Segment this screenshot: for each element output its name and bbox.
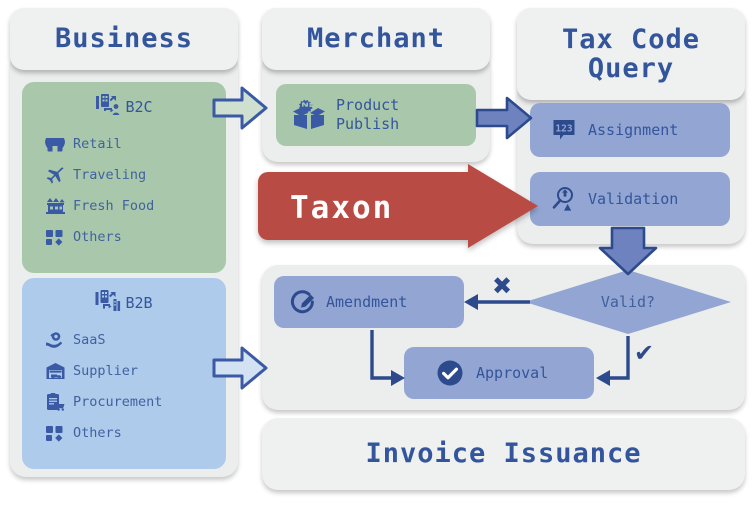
amendment-label: Amendment <box>326 293 408 311</box>
assignment-node[interactable]: 123 Assignment <box>530 103 730 157</box>
merchant-title-card: Merchant <box>262 8 490 70</box>
check-circle-icon <box>436 359 464 387</box>
b2c-item-traveling[interactable]: Traveling <box>44 159 146 190</box>
b2b-item-label: Procurement <box>73 393 163 410</box>
b2b-item-others[interactable]: Others <box>44 417 122 448</box>
b2b-group[interactable]: B2B SaaS <box>22 278 226 469</box>
valid-marker: ✔ <box>634 339 655 367</box>
tax-code-query-title-card: Tax Code Query <box>517 8 745 100</box>
b2c-item-label: Retail <box>73 135 122 152</box>
business-title: Business <box>54 23 194 55</box>
b2c-icon <box>95 94 121 120</box>
b2b-item-saas[interactable]: SaaS <box>44 324 106 355</box>
approval-label: Approval <box>476 364 549 382</box>
store-icon <box>44 134 66 154</box>
invoice-issuance-title: Invoice Issuance <box>365 438 642 470</box>
cloud-hand-icon <box>44 330 66 350</box>
merchant-title: Merchant <box>306 23 446 55</box>
new-box-icon <box>292 98 326 132</box>
approval-node[interactable]: Approval <box>404 347 594 399</box>
b2c-group[interactable]: B2C Retail Traveling <box>22 82 226 273</box>
validation-label: Validation <box>588 190 679 208</box>
business-title-card: Business <box>10 8 238 70</box>
b2c-item-retail[interactable]: Retail <box>44 128 122 159</box>
b2b-heading: B2B <box>22 286 226 320</box>
b2b-item-label: Others <box>73 424 122 441</box>
b2c-item-label: Fresh Food <box>73 197 155 214</box>
b2c-item-others[interactable]: Others <box>44 221 122 252</box>
market-icon <box>44 196 66 216</box>
valid-decision-label: Valid? <box>600 293 656 311</box>
number-badge-icon: 123 <box>552 118 576 142</box>
invoice-issuance-panel <box>262 418 745 490</box>
b2c-item-label: Traveling <box>73 166 147 183</box>
b2b-item-label: SaaS <box>73 331 106 348</box>
b2c-item-label: Others <box>73 228 122 245</box>
b2b-item-label: Supplier <box>73 362 139 379</box>
warehouse-icon <box>44 361 66 381</box>
b2c-heading-label: B2C <box>125 98 153 116</box>
grid-icon <box>44 423 66 443</box>
b2b-heading-label: B2B <box>125 294 153 312</box>
b2b-item-supplier[interactable]: Supplier <box>44 355 138 386</box>
b2b-item-procurement[interactable]: Procurement <box>44 386 162 417</box>
product-publish-label: Product Publish <box>336 96 400 133</box>
b2c-item-fresh-food[interactable]: Fresh Food <box>44 190 154 221</box>
airplane-icon <box>44 165 66 185</box>
tax-code-query-title: Tax Code Query <box>561 23 701 84</box>
edit-circle-icon <box>290 289 316 315</box>
b2b-icon <box>95 290 121 316</box>
grid-icon <box>44 227 66 247</box>
taxon-label: Taxon <box>290 190 394 226</box>
validation-node[interactable]: Validation <box>530 172 730 226</box>
invoice-issuance-title-card: Invoice Issuance <box>262 418 745 490</box>
invalid-marker: ✖ <box>492 272 513 300</box>
magnifier-alert-icon <box>552 186 576 212</box>
assignment-label: Assignment <box>588 121 679 139</box>
clipboard-cart-icon <box>44 392 66 412</box>
taxon-banner: Taxon <box>290 180 480 236</box>
b2c-heading: B2C <box>22 90 226 124</box>
product-publish-node[interactable]: Product Publish <box>276 84 476 146</box>
amendment-node[interactable]: Amendment <box>274 276 464 328</box>
svg-text:123: 123 <box>555 124 572 135</box>
